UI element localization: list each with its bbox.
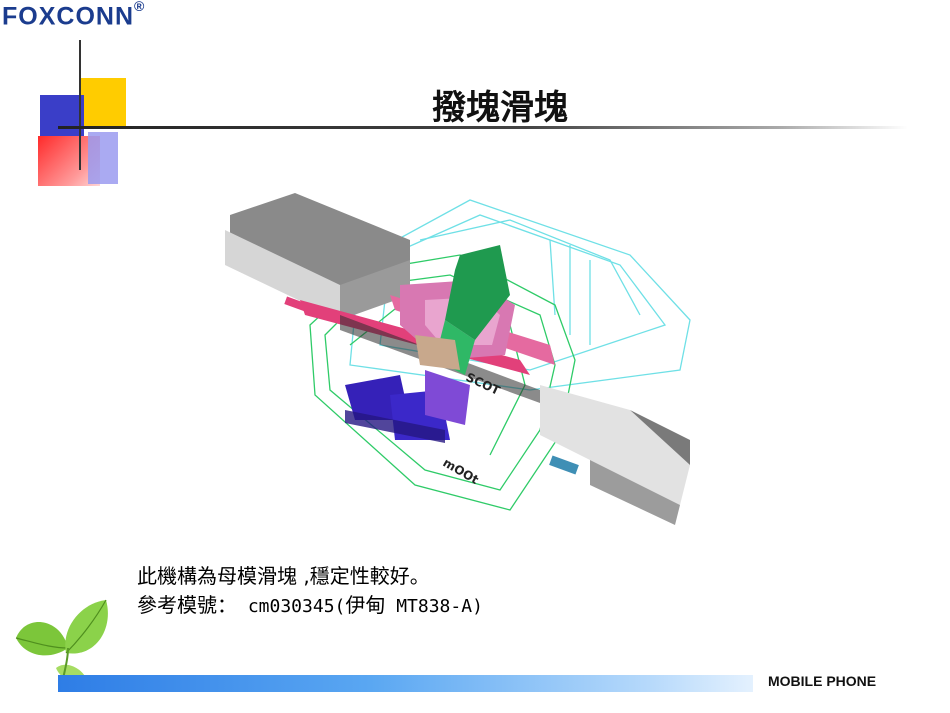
leaf-icon <box>15 599 108 689</box>
decor-lilac-square <box>88 132 118 184</box>
mold-code: cm030345( <box>237 596 346 617</box>
decor-yellow-square <box>80 78 126 126</box>
figure-label-moot: mOOt <box>441 455 482 487</box>
registered-mark: ® <box>134 0 146 14</box>
logo-text: FOXCONN <box>2 2 134 31</box>
foxconn-logo: FOXCONN® <box>2 0 146 31</box>
slider-mechanism-illustration: SCOT mOOt <box>225 193 691 525</box>
slide-title: 撥塊滑塊 <box>432 88 568 128</box>
caption-line-2: 參考模號： cm030345(伊甸 MT838-A) <box>137 591 483 621</box>
slide-caption: 此機構為母模滑塊 ,穩定性較好。 參考模號： cm030345(伊甸 MT838… <box>137 562 483 621</box>
decor-blue-square <box>40 95 84 137</box>
customer-name: 伊甸 <box>345 593 386 617</box>
decor-vertical-line <box>79 40 81 170</box>
caption-line-1: 此機構為母模滑塊 ,穩定性較好。 <box>137 564 430 588</box>
title-underline <box>58 126 908 129</box>
footer-brand: MOBILE PHONE <box>768 673 877 689</box>
reference-mold-label: 參考模號： <box>137 593 237 617</box>
model-number: MT838-A) <box>385 596 483 617</box>
footer-bar <box>58 675 753 692</box>
